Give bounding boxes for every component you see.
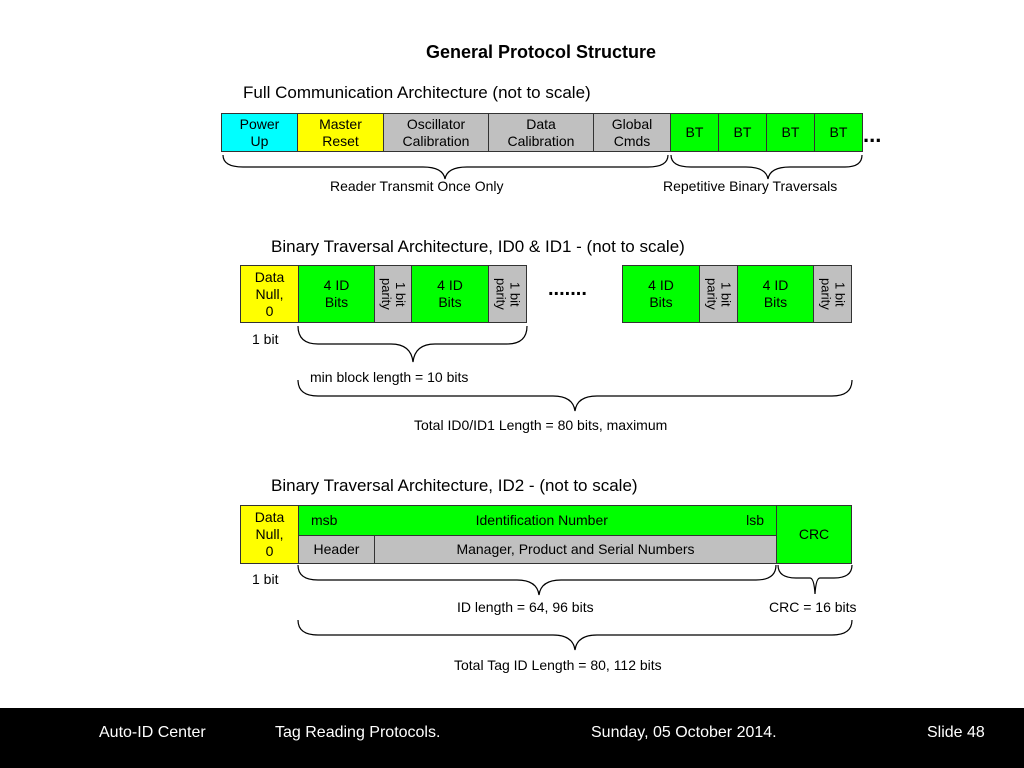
architecture-cell: Data Calibration bbox=[488, 113, 594, 152]
parity-cell: 1 bit parity bbox=[813, 265, 852, 323]
lsb-label: lsb bbox=[746, 512, 764, 528]
brace-repetitive-traversals bbox=[670, 154, 863, 180]
brace-id-length bbox=[297, 564, 777, 596]
braces-layer bbox=[222, 154, 863, 651]
id-bits-cell: 4 ID Bits bbox=[411, 265, 489, 323]
one-bit-label: 1 bit bbox=[252, 571, 279, 587]
architecture-cell: BT bbox=[766, 113, 815, 152]
architecture-cell: Power Up bbox=[221, 113, 298, 152]
parity-cell: 1 bit parity bbox=[699, 265, 738, 323]
id-bits-cell: 4 ID Bits bbox=[737, 265, 814, 323]
one-bit-label: 1 bit bbox=[252, 331, 279, 347]
footer-org: Auto-ID Center bbox=[99, 724, 206, 741]
architecture-cell: Oscillator Calibration bbox=[383, 113, 489, 152]
footer-bar: Auto-ID Center Tag Reading Protocols. Su… bbox=[0, 708, 1024, 768]
data-null-cell: Data Null, 0 bbox=[240, 265, 299, 323]
footer-slide-number: Slide 48 bbox=[927, 724, 985, 741]
reader-transmit-label: Reader Transmit Once Only bbox=[330, 178, 504, 194]
id-bits-cell: 4 ID Bits bbox=[622, 265, 700, 323]
data-null-cell: Data Null, 0 bbox=[240, 505, 299, 564]
repetitive-traversals-label: Repetitive Binary Traversals bbox=[663, 178, 838, 194]
architecture-cell: BT bbox=[670, 113, 719, 152]
architecture-cell: Global Cmds bbox=[593, 113, 671, 152]
crc-cell: CRC bbox=[776, 505, 852, 564]
footer-topic: Tag Reading Protocols. bbox=[275, 724, 441, 741]
ellipsis-marker: ... bbox=[863, 122, 882, 147]
identification-number-row: msb Identification Number lsb bbox=[298, 505, 777, 536]
footer-date: Sunday, 05 October 2014. bbox=[591, 724, 777, 741]
ellipsis-dots: ....... bbox=[548, 278, 587, 300]
total-tag-label: Total Tag ID Length = 80, 112 bits bbox=[454, 657, 662, 673]
brace-min-block bbox=[297, 325, 528, 363]
header-cell: Header bbox=[298, 535, 375, 564]
manager-product-serial-cell: Manager, Product and Serial Numbers bbox=[374, 535, 777, 564]
total-id01-label: Total ID0/ID1 Length = 80 bits, maximum bbox=[414, 417, 668, 433]
architecture-cell: BT bbox=[718, 113, 767, 152]
brace-total-tag bbox=[297, 619, 853, 651]
architecture-cell: Master Reset bbox=[297, 113, 384, 152]
crc-length-label: CRC = 16 bits bbox=[769, 599, 857, 615]
id-length-label: ID length = 64, 96 bits bbox=[457, 599, 594, 615]
parity-cell: 1 bit parity bbox=[374, 265, 412, 323]
architecture-cell: BT bbox=[814, 113, 863, 152]
section3-heading: Binary Traversal Architecture, ID2 - (no… bbox=[271, 476, 638, 495]
page-title: General Protocol Structure bbox=[425, 42, 657, 62]
brace-total-id01 bbox=[297, 379, 853, 412]
parity-cell: 1 bit parity bbox=[488, 265, 527, 323]
id-bits-cell: 4 ID Bits bbox=[298, 265, 375, 323]
msb-label: msb bbox=[311, 512, 338, 528]
identification-number-label: Identification Number bbox=[475, 512, 608, 528]
section1-heading: Full Communication Architecture (not to … bbox=[243, 83, 591, 102]
section2-heading: Binary Traversal Architecture, ID0 & ID1… bbox=[271, 237, 685, 256]
brace-reader-transmit bbox=[222, 154, 669, 180]
brace-crc bbox=[777, 564, 853, 595]
min-block-label: min block length = 10 bits bbox=[310, 369, 469, 385]
